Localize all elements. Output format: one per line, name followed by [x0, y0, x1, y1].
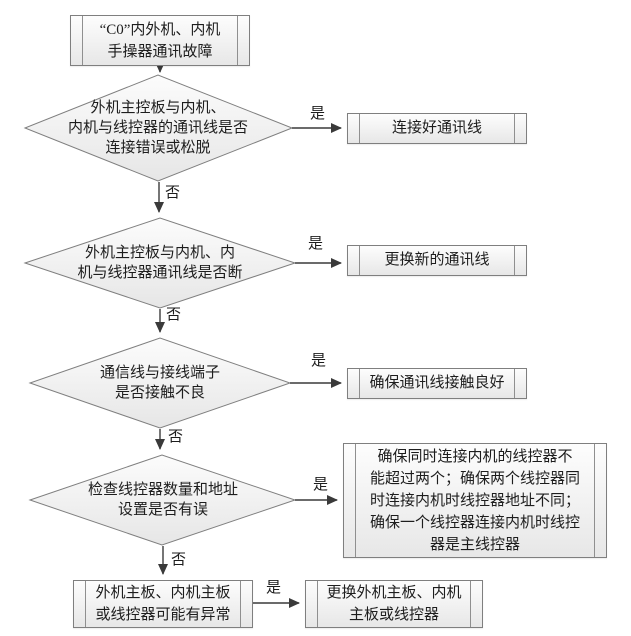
yes-label-2: 是	[308, 236, 324, 252]
action-4-line4: 确保一个线控器连接内机时线控	[369, 514, 580, 531]
fallback-box: 外机主板、内机主板 或线控器可能有异常	[73, 580, 253, 628]
decision-1-line2: 内机与线控器的通讯线是否	[67, 120, 248, 136]
yes-label-3: 是	[311, 353, 327, 369]
no-label-2: 否	[166, 307, 182, 323]
decision-1-line1: 外机主控板与内机、	[90, 100, 226, 116]
no-label-1: 否	[165, 185, 181, 201]
start-node-line2: 手操器通讯故障	[107, 43, 213, 60]
yes-label-1: 是	[310, 106, 326, 122]
action-box-2: 更换新的通讯线	[347, 245, 527, 276]
start-node: “C0”内外机、内机 手操器通讯故障	[70, 15, 250, 66]
action-4-line2: 能超过两个；确保两个线控器同	[369, 470, 580, 487]
decision-3-line2: 是否接触不良	[114, 385, 205, 401]
decision-3-text: 通信线与接线端子 是否接触不良	[45, 363, 275, 403]
action-5-line2: 主板或线控器	[348, 607, 439, 623]
action-box-3: 确保通讯线接触良好	[347, 368, 527, 399]
decision-2-line2: 机与线控器通讯线是否断	[77, 265, 243, 281]
action-3-text: 确保通讯线接触良好	[369, 375, 505, 391]
decision-1-line3: 连接错误或松脱	[105, 140, 211, 156]
action-4-line5: 器是主线控器	[429, 536, 520, 553]
decision-4-line1: 检查线控器数量和地址	[87, 482, 238, 498]
start-node-line1: “C0”内外机、内机	[99, 21, 221, 38]
decision-1-text: 外机主控板与内机、 内机与线控器的通讯线是否 连接错误或松脱	[38, 98, 278, 158]
decision-3-line1: 通信线与接线端子	[99, 365, 220, 381]
no-label-4: 否	[171, 552, 187, 568]
no-label-3: 否	[168, 429, 184, 445]
action-5-line1: 更换外机主板、内机	[326, 585, 462, 601]
action-box-5: 更换外机主板、内机 主板或线控器	[305, 580, 483, 628]
decision-4-line2: 设置是否有误	[117, 502, 208, 518]
yes-label-5: 是	[266, 580, 282, 596]
fallback-line2: 或线控器可能有异常	[95, 607, 231, 623]
action-2-text: 更换新的通讯线	[384, 252, 490, 268]
fallback-line1: 外机主板、内机主板	[95, 585, 231, 601]
action-4-line1: 确保同时连接内机的线控器不	[377, 448, 573, 465]
action-box-4: 确保同时连接内机的线控器不 能超过两个；确保两个线控器同 时连接内机时线控器地址…	[343, 443, 607, 558]
action-box-1: 连接好通讯线	[347, 113, 527, 144]
action-1-text: 连接好通讯线	[391, 120, 482, 136]
decision-4-text: 检查线控器数量和地址 设置是否有误	[47, 480, 279, 520]
decision-2-text: 外机主控板与内机、内 机与线控器通讯线是否断	[45, 243, 275, 283]
yes-label-4: 是	[313, 477, 329, 493]
decision-2-line1: 外机主控板与内机、内	[84, 245, 235, 261]
action-4-line3: 时连接内机时线控器地址不同；	[369, 492, 580, 509]
